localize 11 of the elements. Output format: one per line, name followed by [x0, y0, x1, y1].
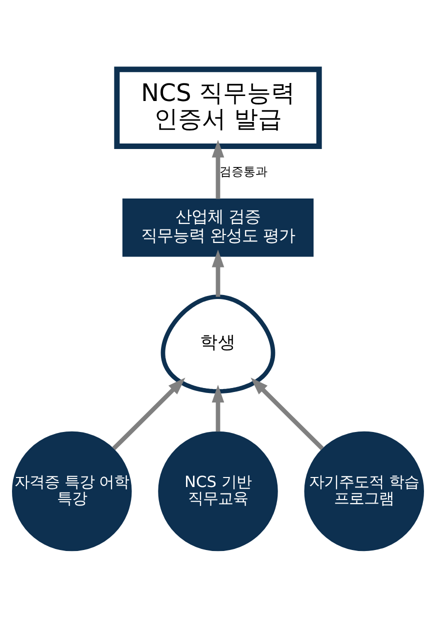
node-circle: 자기주도적 학습 프로그램: [304, 431, 424, 552]
node-circle: 자격증 특강 어학 특강: [12, 431, 132, 552]
node-box: 산업체 검증 직무능력 완성도 평가: [122, 198, 314, 257]
arrow: [212, 250, 224, 297]
node-box: NCS 직무능력 인증서 발급: [114, 66, 322, 150]
arrow: [250, 378, 324, 450]
arrow: [112, 378, 186, 450]
arrow: [212, 384, 224, 432]
arrow: [212, 140, 224, 199]
node-circle: NCS 기반 직무교육: [158, 431, 278, 552]
edge-label: 검증통과: [219, 164, 268, 179]
